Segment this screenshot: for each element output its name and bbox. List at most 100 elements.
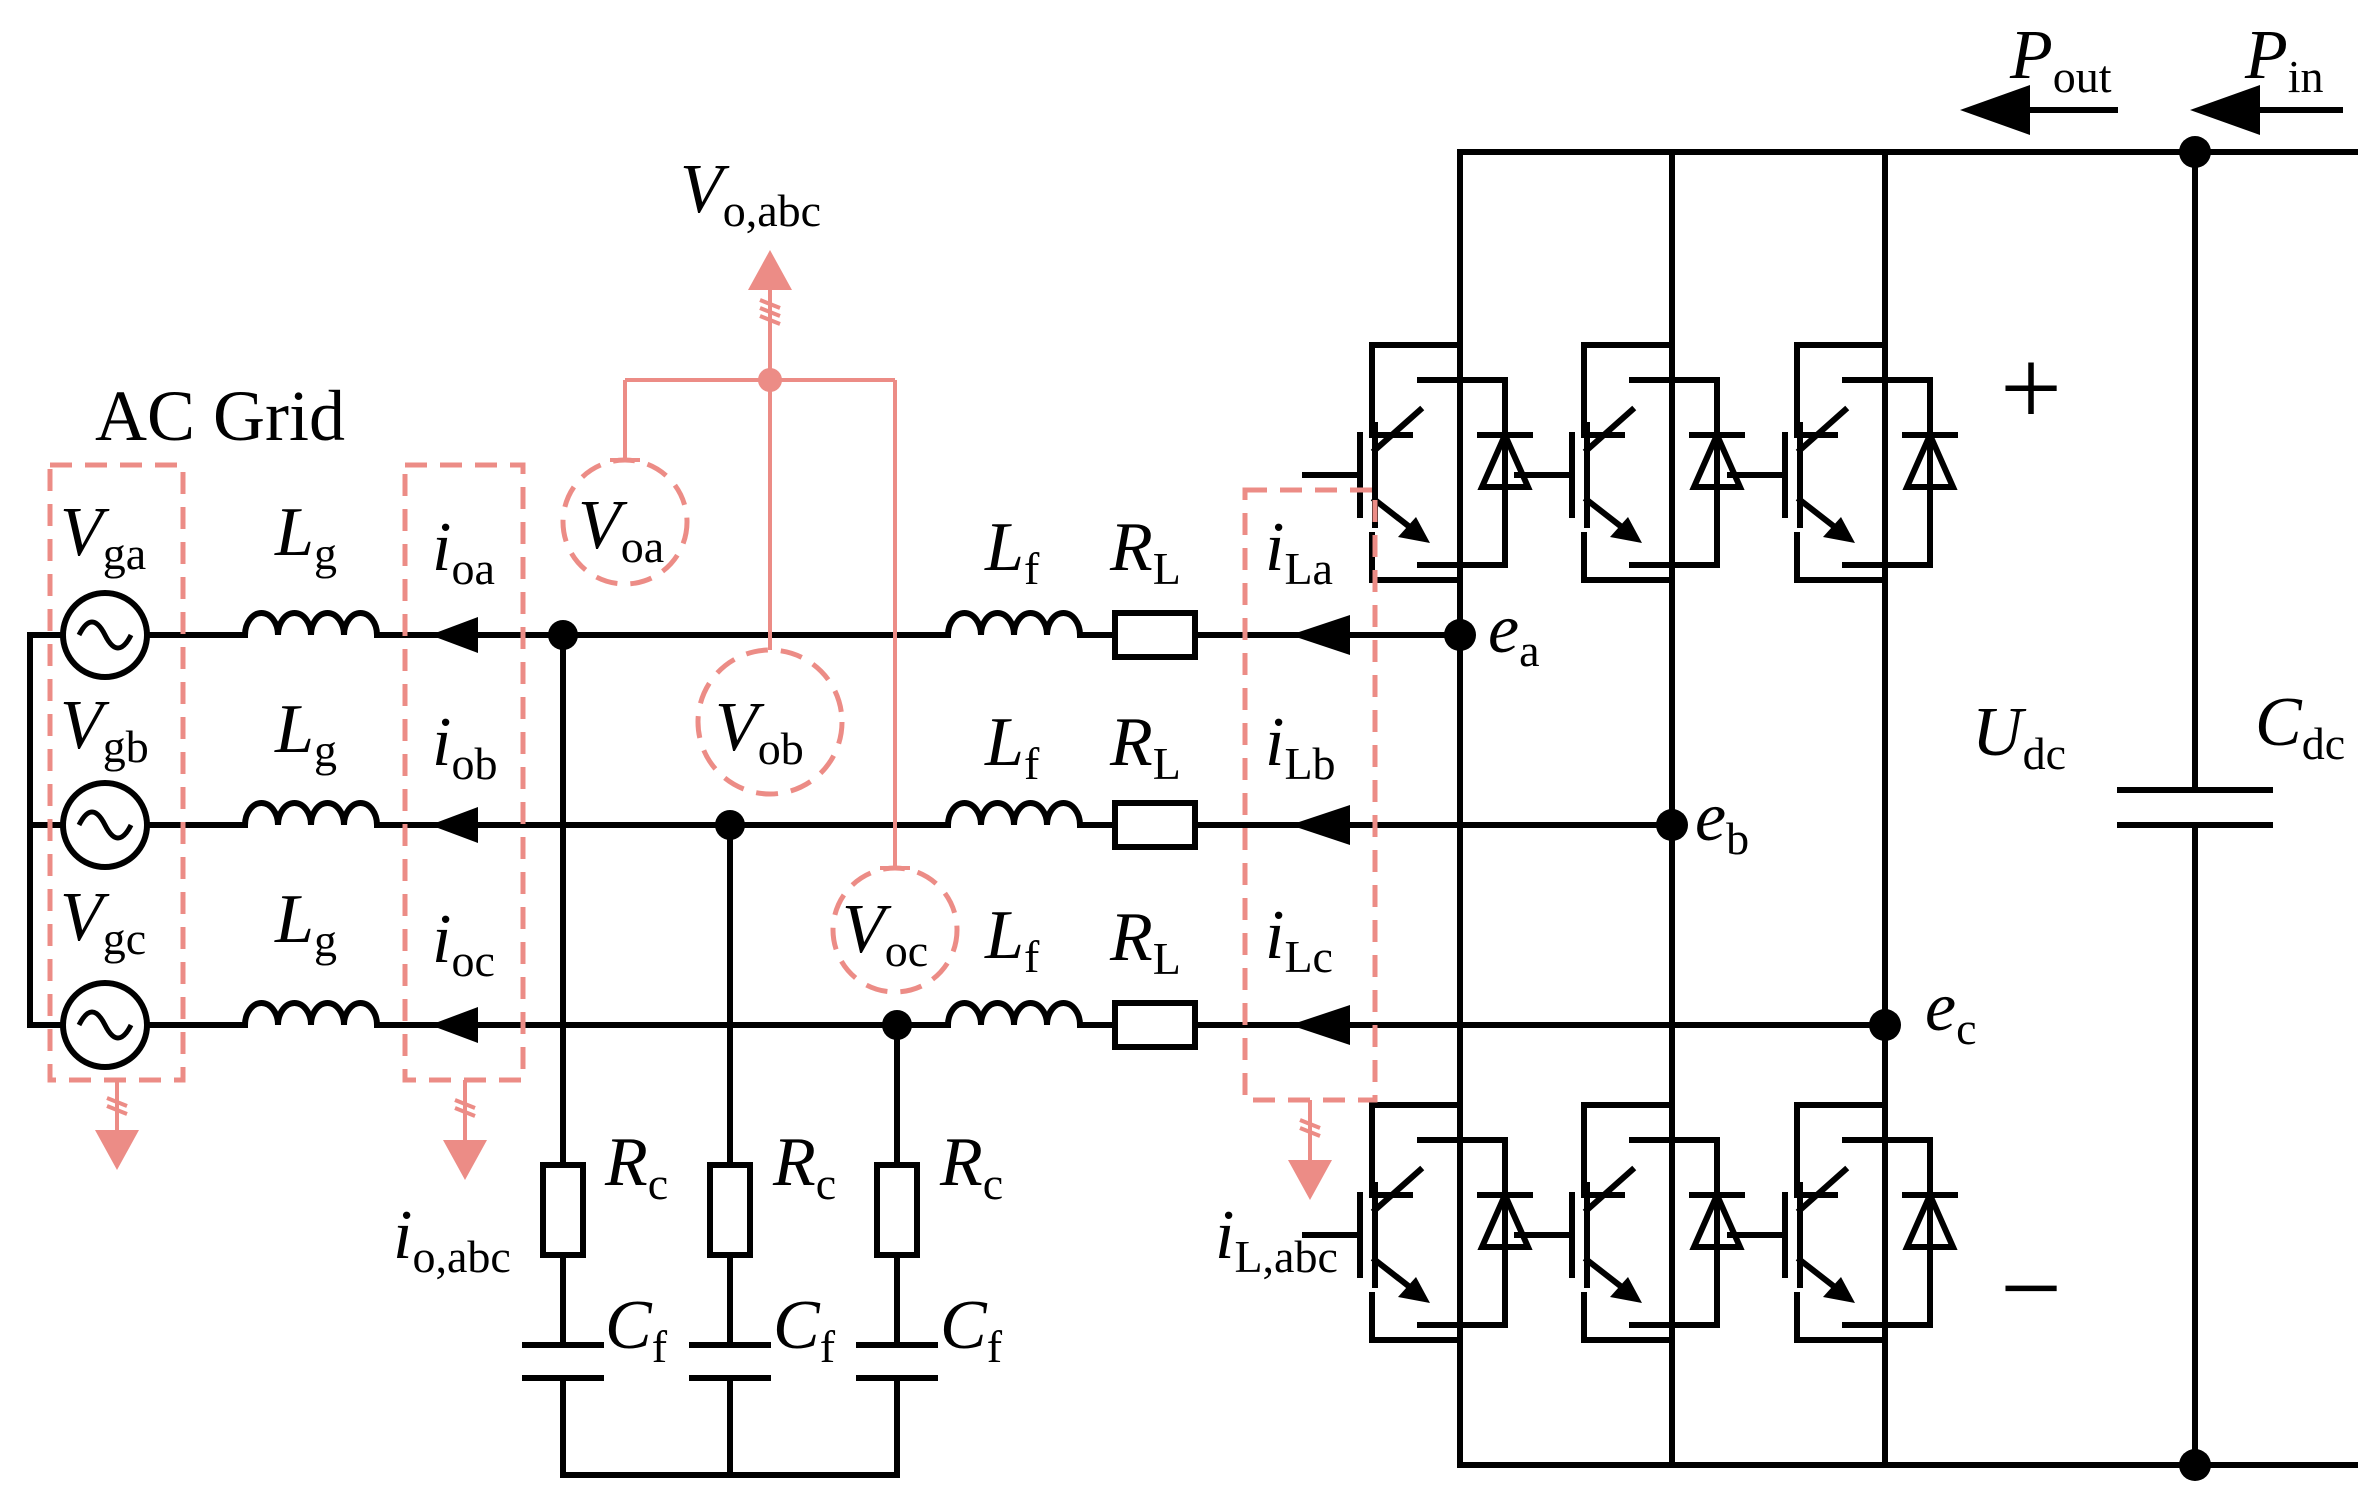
label-v-oc: Voc — [842, 891, 928, 976]
grid-inductor-a — [245, 613, 377, 635]
voltage-measurement-network — [560, 250, 960, 995]
label-i-oc: ioc — [432, 901, 495, 986]
label-p-out: Pout — [2009, 17, 2112, 102]
svg-text:Voc: Voc — [842, 891, 928, 976]
phase-a-line — [144, 610, 1463, 660]
svg-text:RL: RL — [1109, 899, 1181, 984]
label-l-fa: Lf — [984, 509, 1040, 594]
output-current-sensor-box — [402, 462, 526, 1180]
svg-text:Vo,abc: Vo,abc — [680, 151, 821, 236]
label-u-dc: Udc — [1972, 694, 2066, 779]
svg-text:Rc: Rc — [772, 1124, 836, 1209]
label-c-dc: Cdc — [2255, 684, 2345, 769]
svg-text:Pout: Pout — [2009, 17, 2112, 102]
node-e-a — [1444, 619, 1476, 651]
damping-resistor-3 — [874, 1162, 920, 1258]
svg-text:Vgc: Vgc — [60, 879, 146, 964]
svg-text:RL: RL — [1109, 704, 1181, 789]
sensor-v-oa — [560, 457, 690, 587]
svg-text:Udc: Udc — [1972, 694, 2066, 779]
label-l-ga: Lg — [274, 494, 337, 579]
label-i-l-abc: iL,abc — [1215, 1197, 1338, 1282]
svg-text:Cf: Cf — [773, 1287, 836, 1372]
arrow-i-la — [1290, 615, 1350, 655]
svg-text:Lg: Lg — [274, 691, 337, 776]
label-l-fb: Lf — [984, 704, 1040, 789]
svg-text:iL,abc: iL,abc — [1215, 1197, 1338, 1282]
arrow-i-oa — [430, 617, 478, 653]
arrow-i-lc — [1290, 1005, 1350, 1045]
switch-upper-a — [1305, 290, 1530, 620]
grid-source-a — [63, 593, 147, 677]
svg-text:Rc: Rc — [604, 1124, 668, 1209]
label-c-f-1: Cf — [605, 1287, 668, 1372]
svg-text:ioa: ioa — [432, 509, 495, 594]
label-l-gc: Lg — [274, 881, 337, 966]
label-i-oa: ioa — [432, 509, 495, 594]
svg-text:Pin: Pin — [2244, 17, 2324, 102]
svg-text:iob: iob — [432, 704, 497, 789]
svg-text:Lf: Lf — [984, 897, 1040, 982]
node-e-b — [1656, 809, 1688, 841]
switch-upper-c — [1730, 290, 1955, 620]
arrow-i-oc — [430, 1007, 478, 1043]
label-v-gc: Vgc — [60, 879, 146, 964]
label-r-c-2: Rc — [772, 1124, 836, 1209]
grid-source-b — [63, 783, 147, 867]
label-i-lb: iLb — [1265, 704, 1336, 789]
label-r-c-3: Rc — [939, 1124, 1003, 1209]
filter-inductor-a — [948, 613, 1080, 635]
label-l-fc: Lf — [984, 897, 1040, 982]
svg-text:Vob: Vob — [715, 689, 804, 774]
resistor-lc — [1112, 1000, 1198, 1050]
power-arrow-in — [2190, 85, 2343, 135]
phase-b-line — [144, 800, 1673, 850]
label-p-in: Pin — [2244, 17, 2324, 102]
label-e-c: ec — [1925, 969, 1977, 1054]
label-e-a: ea — [1488, 591, 1540, 676]
svg-text:iLc: iLc — [1265, 897, 1333, 982]
svg-text:Lf: Lf — [984, 704, 1040, 789]
switch-lower-c — [1730, 1050, 1955, 1380]
svg-text:Voa: Voa — [578, 487, 664, 572]
sensor-v-ob — [695, 647, 845, 797]
label-v-ga: Vga — [60, 494, 146, 579]
plus-sign: + — [2000, 327, 2062, 449]
svg-text:ea: ea — [1488, 591, 1540, 676]
label-i-o-abc: io,abc — [393, 1197, 511, 1282]
label-v-gb: Vgb — [60, 687, 149, 772]
resistor-lb — [1112, 800, 1198, 850]
label-r-lb: RL — [1109, 704, 1181, 789]
arrow-i-ob — [430, 807, 478, 843]
svg-text:Cf: Cf — [940, 1287, 1003, 1372]
grid-sources — [27, 593, 147, 1067]
label-r-lc: RL — [1109, 899, 1181, 984]
minus-sign: − — [2000, 1227, 2062, 1349]
label-v-o-abc: Vo,abc — [680, 151, 821, 236]
svg-text:Cdc: Cdc — [2255, 684, 2345, 769]
grid-inductor-b — [245, 803, 377, 825]
svg-text:iLb: iLb — [1265, 704, 1336, 789]
filter-branch-b — [689, 810, 771, 1478]
svg-text:Lg: Lg — [274, 494, 337, 579]
damping-resistor-2 — [707, 1162, 753, 1258]
svg-text:RL: RL — [1109, 509, 1181, 594]
switch-upper-b — [1517, 290, 1742, 620]
svg-text:Lg: Lg — [274, 881, 337, 966]
damping-resistor-1 — [540, 1162, 586, 1258]
arrow-i-lb — [1290, 805, 1350, 845]
svg-text:eb: eb — [1695, 779, 1749, 864]
power-arrow-out — [1960, 85, 2118, 135]
dc-link-capacitor — [2117, 136, 2273, 1481]
sensor-v-oc — [830, 865, 960, 995]
svg-text:Cf: Cf — [605, 1287, 668, 1372]
label-e-b: eb — [1695, 779, 1749, 864]
ac-grid-title: AC Grid — [95, 376, 345, 456]
svg-text:Lf: Lf — [984, 509, 1040, 594]
label-v-ob: Vob — [715, 689, 804, 774]
filter-branch-a — [522, 620, 604, 1478]
grid-source-c — [63, 983, 147, 1067]
label-r-c-1: Rc — [604, 1124, 668, 1209]
label-v-oa: Voa — [578, 487, 664, 572]
